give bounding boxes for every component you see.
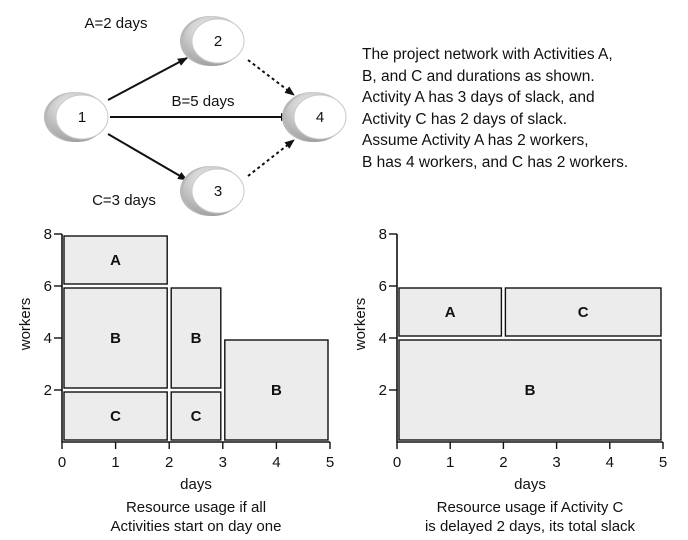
network-description: The project network with Activities A, B… [362, 44, 682, 173]
chart-caption: Resource usage if all [126, 499, 266, 516]
usage-block-b: B [63, 287, 168, 389]
y-axis-label: workers [352, 298, 369, 352]
description-line: Assume Activity A has 2 workers, [362, 132, 589, 149]
block-label: C [191, 408, 202, 425]
node-4: 4 [282, 92, 347, 142]
chart-caption: Activities start on day one [111, 518, 282, 535]
x-tick-label: 4 [272, 454, 280, 471]
usage-block-c: C [170, 391, 222, 441]
block-label: B [271, 382, 282, 399]
x-tick-label: 3 [219, 454, 227, 471]
block-label: C [578, 304, 589, 321]
description-line: B has 4 workers, and C has 2 workers. [362, 153, 629, 171]
block-label: C [110, 408, 121, 425]
usage-block-b: B [224, 339, 329, 441]
node-label: 2 [214, 33, 222, 50]
description-line: The project network with Activities A, [362, 46, 613, 63]
y-tick-label: 4 [379, 330, 387, 347]
x-tick-label: 0 [58, 454, 66, 471]
description-line: B, and C and durations as shown. [362, 67, 595, 85]
description-line: Activity C has 2 days of slack. [362, 110, 568, 128]
x-tick-label: 1 [111, 454, 119, 471]
y-tick-label: 2 [44, 382, 52, 399]
y-axis-label: workers [17, 298, 34, 352]
chart-caption: Resource usage if Activity C [437, 499, 624, 516]
node-1: 1 [44, 92, 109, 142]
x-tick-label: 0 [393, 454, 401, 471]
node-label: 4 [316, 109, 324, 126]
usage-block-b: B [398, 339, 662, 441]
x-tick-label: 1 [446, 454, 454, 471]
y-tick-label: 6 [379, 278, 387, 295]
axes: 0 1 2 3 4 5 2 4 6 8 [379, 226, 668, 471]
x-tick-label: 2 [165, 454, 173, 471]
y-tick-label: 8 [379, 226, 387, 243]
usage-block-b: B [170, 287, 222, 389]
description-line: Activity A has 3 days of slack, and [362, 89, 595, 106]
usage-block-a: A [398, 287, 503, 337]
block-label: B [191, 330, 202, 347]
block-label: A [110, 252, 121, 269]
x-tick-label: 3 [552, 454, 560, 471]
x-tick-label: 2 [499, 454, 507, 471]
x-axis-label: days [514, 476, 546, 493]
x-tick-label: 5 [326, 454, 334, 471]
y-tick-label: 6 [44, 278, 52, 295]
node-label: 1 [78, 109, 86, 126]
node-3: 3 [180, 166, 245, 216]
edge-3-4 [247, 139, 295, 177]
chart-caption: is delayed 2 days, its total slack [425, 518, 636, 535]
usage-block-c: C [63, 391, 168, 441]
edge-2-4 [247, 59, 295, 96]
edge-label-1-2: A=2 days [85, 15, 148, 32]
edge-1-2 [107, 57, 188, 101]
block-label: B [110, 330, 121, 347]
edge-label-1-4: B=5 days [172, 93, 235, 110]
block-label: A [445, 304, 456, 321]
x-tick-label: 5 [659, 454, 667, 471]
x-tick-label: 4 [606, 454, 614, 471]
node-label: 3 [214, 183, 222, 200]
y-tick-label: 4 [44, 330, 52, 347]
axes: 0 1 2 3 4 5 2 4 6 8 [44, 226, 335, 471]
x-axis-label: days [180, 476, 212, 493]
usage-block-c: C [504, 287, 662, 337]
usage-block-a: A [63, 235, 168, 285]
y-tick-label: 2 [379, 382, 387, 399]
node-2: 2 [180, 16, 245, 66]
block-label: B [525, 382, 536, 399]
edge-label-1-3: C=3 days [92, 192, 156, 209]
y-tick-label: 8 [44, 226, 52, 243]
edge-1-3 [107, 133, 188, 181]
